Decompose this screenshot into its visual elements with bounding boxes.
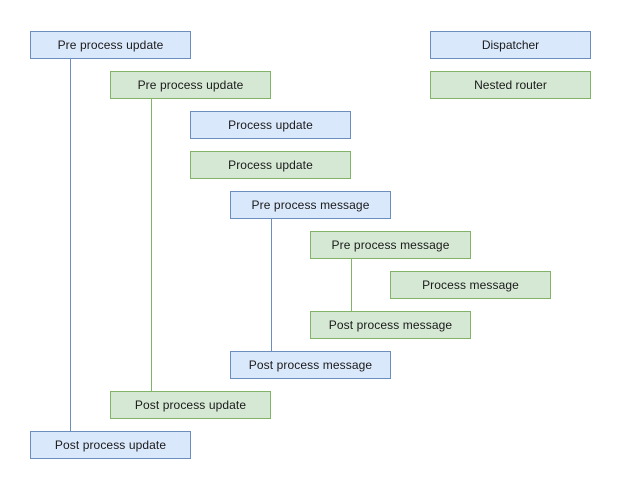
diagram-node[interactable]: Process message — [390, 271, 551, 299]
diagram-node-label: Process update — [228, 158, 313, 172]
diagram-node-label: Process update — [228, 118, 313, 132]
diagram-node[interactable]: Post process update — [110, 391, 271, 419]
legend-item-router[interactable]: Nested router — [430, 71, 591, 99]
diagram-node[interactable]: Pre process update — [110, 71, 271, 99]
diagram-node[interactable]: Pre process message — [230, 191, 391, 219]
diagram-node[interactable]: Pre process message — [310, 231, 471, 259]
diagram-node[interactable]: Post process message — [310, 311, 471, 339]
diagram-node[interactable]: Pre process update — [30, 31, 191, 59]
legend-item-label: Nested router — [474, 78, 547, 92]
diagram-node[interactable]: Process update — [190, 111, 351, 139]
diagram-node-label: Post process message — [328, 318, 453, 332]
diagram-node[interactable]: Process update — [190, 151, 351, 179]
diagram-node-label: Pre process update — [137, 78, 244, 92]
diagram-node-label: Post process update — [134, 398, 247, 412]
diagram-node-label: Pre process update — [57, 38, 164, 52]
diagram-node[interactable]: Post process update — [30, 431, 191, 459]
diagram-node[interactable]: Post process message — [230, 351, 391, 379]
diagram-node-label: Pre process message — [331, 238, 450, 252]
diagram-node-label: Post process update — [54, 438, 167, 452]
diagram-node-label: Process message — [422, 278, 519, 292]
legend-item-dispatcher[interactable]: Dispatcher — [430, 31, 591, 59]
diagram-node-label: Post process message — [248, 358, 373, 372]
legend-item-label: Dispatcher — [481, 38, 540, 52]
diagram-node-label: Pre process message — [251, 198, 370, 212]
